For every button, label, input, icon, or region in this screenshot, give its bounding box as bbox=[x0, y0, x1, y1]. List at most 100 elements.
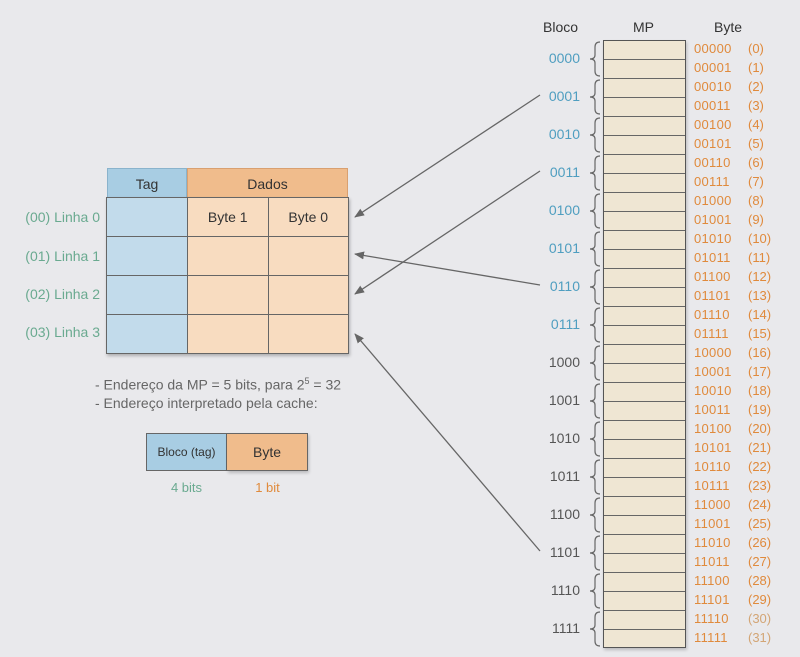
memory-block-label: 1101 bbox=[549, 544, 580, 560]
block-brace bbox=[589, 193, 601, 229]
byte-index: (29) bbox=[748, 592, 772, 607]
cache-row bbox=[106, 236, 349, 276]
memory-block-label: 0110 bbox=[549, 278, 580, 294]
block-brace bbox=[589, 269, 601, 305]
cache-data-cell bbox=[267, 236, 349, 276]
cache-data-cell bbox=[267, 275, 349, 315]
memory-block-label: 1111 bbox=[551, 620, 580, 636]
byte-index: (6) bbox=[748, 155, 764, 170]
byte-address: 11010 bbox=[694, 535, 731, 550]
memory-cell-divider bbox=[604, 135, 685, 136]
byte-index: (28) bbox=[748, 573, 772, 588]
byte-index: (24) bbox=[748, 497, 772, 512]
block-brace bbox=[589, 155, 601, 191]
cache-tag-cell bbox=[106, 197, 188, 237]
byte-index: (30) bbox=[748, 611, 772, 626]
memory-cell-divider bbox=[604, 382, 685, 383]
memory-block-label: 1011 bbox=[549, 468, 580, 484]
byte-address: 10111 bbox=[694, 478, 730, 493]
cache-tag-cell bbox=[106, 314, 188, 354]
main-memory-column bbox=[603, 40, 686, 648]
cache-row bbox=[106, 314, 349, 354]
memory-cell-divider bbox=[604, 629, 685, 630]
byte-address: 00001 bbox=[694, 60, 732, 75]
byte-index: (31) bbox=[748, 630, 772, 645]
memory-cell-divider bbox=[604, 553, 685, 554]
byte-address: 00010 bbox=[694, 79, 732, 94]
byte-address: 10101 bbox=[694, 440, 732, 455]
byte-index: (22) bbox=[748, 459, 772, 474]
address-block-tag-field: Bloco (tag) bbox=[146, 433, 227, 471]
memory-header-byte: Byte bbox=[714, 19, 743, 35]
cache-header-tag: Tag bbox=[107, 168, 187, 198]
memory-cell-divider bbox=[604, 154, 685, 155]
memory-cell-divider bbox=[604, 610, 685, 611]
byte-address: 00000 bbox=[694, 41, 732, 56]
memory-cell-divider bbox=[604, 572, 685, 573]
memory-cell-divider bbox=[604, 344, 685, 345]
cache-table: Byte 1 Byte 0 bbox=[106, 197, 349, 354]
cache-line-label: (01) Linha 1 bbox=[25, 248, 100, 264]
mapping-arrow bbox=[354, 170, 541, 295]
byte-index: (5) bbox=[748, 136, 764, 151]
block-brace bbox=[589, 459, 601, 495]
byte-address: 01110 bbox=[694, 307, 730, 322]
byte-index: (23) bbox=[748, 478, 772, 493]
memory-cell-divider bbox=[604, 458, 685, 459]
memory-cell-divider bbox=[604, 439, 685, 440]
block-brace bbox=[589, 345, 601, 381]
byte-index: (8) bbox=[748, 193, 764, 208]
memory-cell-divider bbox=[604, 306, 685, 307]
byte-index: (7) bbox=[748, 174, 764, 189]
memory-cell-divider bbox=[604, 363, 685, 364]
byte-index: (19) bbox=[748, 402, 772, 417]
memory-cell-divider bbox=[604, 97, 685, 98]
memory-cell-divider bbox=[604, 211, 685, 212]
byte-address: 11000 bbox=[694, 497, 731, 512]
byte-index: (2) bbox=[748, 79, 764, 94]
memory-cell-divider bbox=[604, 591, 685, 592]
cache-row bbox=[106, 275, 349, 315]
memory-block-label: 0000 bbox=[548, 50, 580, 66]
byte-address: 10110 bbox=[694, 459, 731, 474]
memory-cell-divider bbox=[604, 477, 685, 478]
block-brace bbox=[589, 79, 601, 115]
block-brace bbox=[589, 117, 601, 153]
memory-cell-divider bbox=[604, 287, 685, 288]
byte-index: (10) bbox=[748, 231, 772, 246]
byte-index: (14) bbox=[748, 307, 772, 322]
memory-header-mp: MP bbox=[633, 19, 654, 35]
block-brace bbox=[589, 497, 601, 533]
byte-address: 10100 bbox=[694, 421, 732, 436]
cache-line-label: (02) Linha 2 bbox=[25, 286, 100, 302]
cache-byte1-header: Byte 1 bbox=[187, 197, 269, 237]
byte-address: 00011 bbox=[694, 98, 731, 113]
cache-tag-cell bbox=[106, 275, 188, 315]
byte-index: (4) bbox=[748, 117, 764, 132]
memory-header-block: Bloco bbox=[543, 19, 579, 35]
byte-address: 00110 bbox=[694, 155, 731, 170]
byte-address: 00111 bbox=[694, 174, 730, 189]
address-byte-field: Byte bbox=[227, 433, 308, 471]
block-brace bbox=[589, 41, 601, 77]
memory-cell-divider bbox=[604, 268, 685, 269]
block-brace bbox=[589, 535, 601, 571]
memory-cell-divider bbox=[604, 192, 685, 193]
byte-address: 10010 bbox=[694, 383, 732, 398]
byte-index: (3) bbox=[748, 98, 764, 113]
cache-header-data: Dados bbox=[187, 168, 348, 198]
memory-cell-divider bbox=[604, 59, 685, 60]
memory-block-label: 1100 bbox=[549, 506, 580, 522]
byte-address: 01111 bbox=[694, 326, 729, 341]
byte-address: 11001 bbox=[694, 516, 731, 531]
byte-address: 11011 bbox=[694, 554, 730, 569]
byte-address: 01000 bbox=[694, 193, 732, 208]
memory-cell-divider bbox=[604, 420, 685, 421]
memory-cell-divider bbox=[604, 515, 685, 516]
memory-cell-divider bbox=[604, 496, 685, 497]
address-block-bits: 4 bits bbox=[170, 480, 203, 495]
address-byte-bits: 1 bit bbox=[255, 480, 280, 495]
memory-block-label: 1110 bbox=[550, 582, 580, 598]
block-brace bbox=[589, 383, 601, 419]
byte-address: 11100 bbox=[694, 573, 730, 588]
